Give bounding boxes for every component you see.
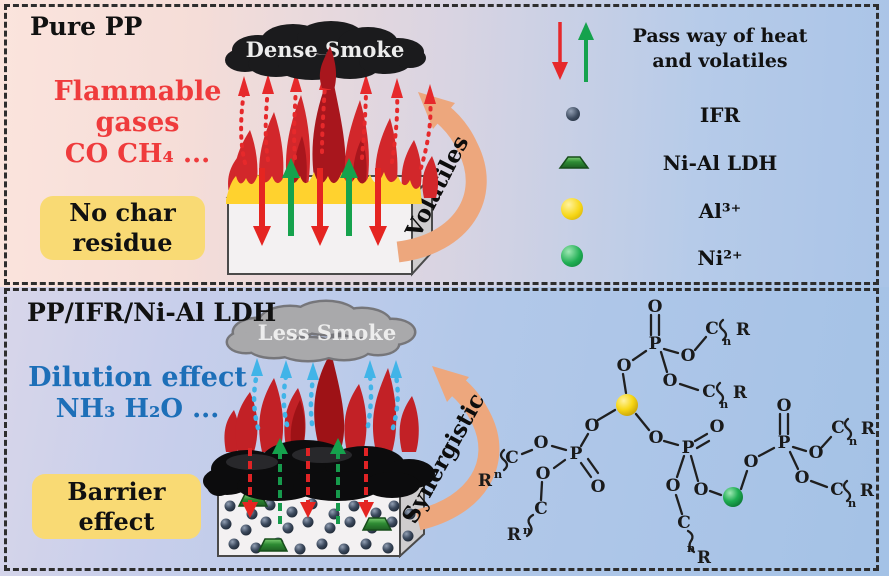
legend-label-ldh: Ni-Al LDH xyxy=(662,151,778,175)
top-panel-title: Pure PP xyxy=(30,12,143,41)
ldh-trapezoid-icon xyxy=(558,153,590,171)
pass-way-label: Pass way of heat and volatiles xyxy=(632,25,808,72)
no-char-residue-box: No char residue xyxy=(40,196,205,260)
top-panel-border xyxy=(4,4,879,285)
legend-label-ifr: IFR xyxy=(699,103,741,127)
ni-sphere-icon xyxy=(561,245,583,267)
dilution-effect-line1: Dilution effect xyxy=(28,362,247,393)
flammable-gases-line2: CO CH₄ ... xyxy=(64,139,211,170)
pass-way-arrows-icon xyxy=(546,20,602,84)
legend-label-al: Al³⁺ xyxy=(698,199,742,223)
legend: Pass way of heat and volatiles IFR Ni-Al… xyxy=(540,16,840,276)
bottom-panel-border xyxy=(4,288,879,571)
barrier-effect-box: Barrier effect xyxy=(32,474,201,539)
dilution-effect-line2: NH₃ H₂O ... xyxy=(55,394,220,425)
ifr-sphere-icon xyxy=(566,107,580,121)
bottom-panel-title: PP/IFR/Ni-Al LDH xyxy=(27,298,277,327)
flammable-gases-text: Flammable gases CO CH₄ ... xyxy=(10,76,265,171)
legend-label-ni: Ni²⁺ xyxy=(697,246,743,270)
flammable-gases-line1: Flammable gases xyxy=(53,76,222,139)
dilution-effect-text: Dilution effect NH₃ H₂O ... xyxy=(10,362,265,427)
al-sphere-icon xyxy=(561,198,583,220)
